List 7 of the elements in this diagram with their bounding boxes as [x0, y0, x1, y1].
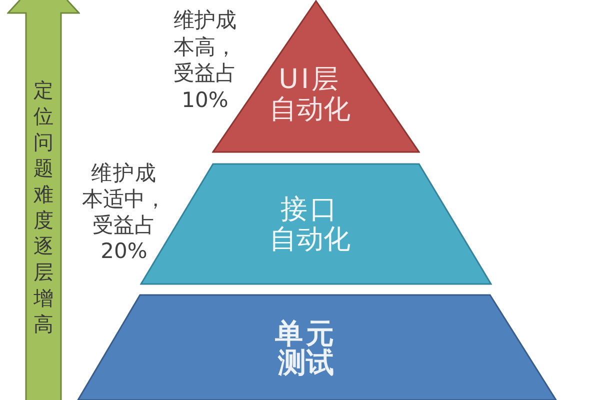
arrow-label: 定位问题难度逐层增高	[33, 77, 54, 337]
layer-label: 单元测试	[274, 319, 338, 377]
side-note: 维护成本适中，受益占20%	[81, 160, 167, 264]
layer-label: UI层自动化	[268, 65, 352, 125]
side-note: 维护成本高，受益占10%	[172, 7, 238, 113]
pyramid-layer	[77, 294, 557, 400]
layer-label: 接口自动化	[268, 195, 352, 255]
